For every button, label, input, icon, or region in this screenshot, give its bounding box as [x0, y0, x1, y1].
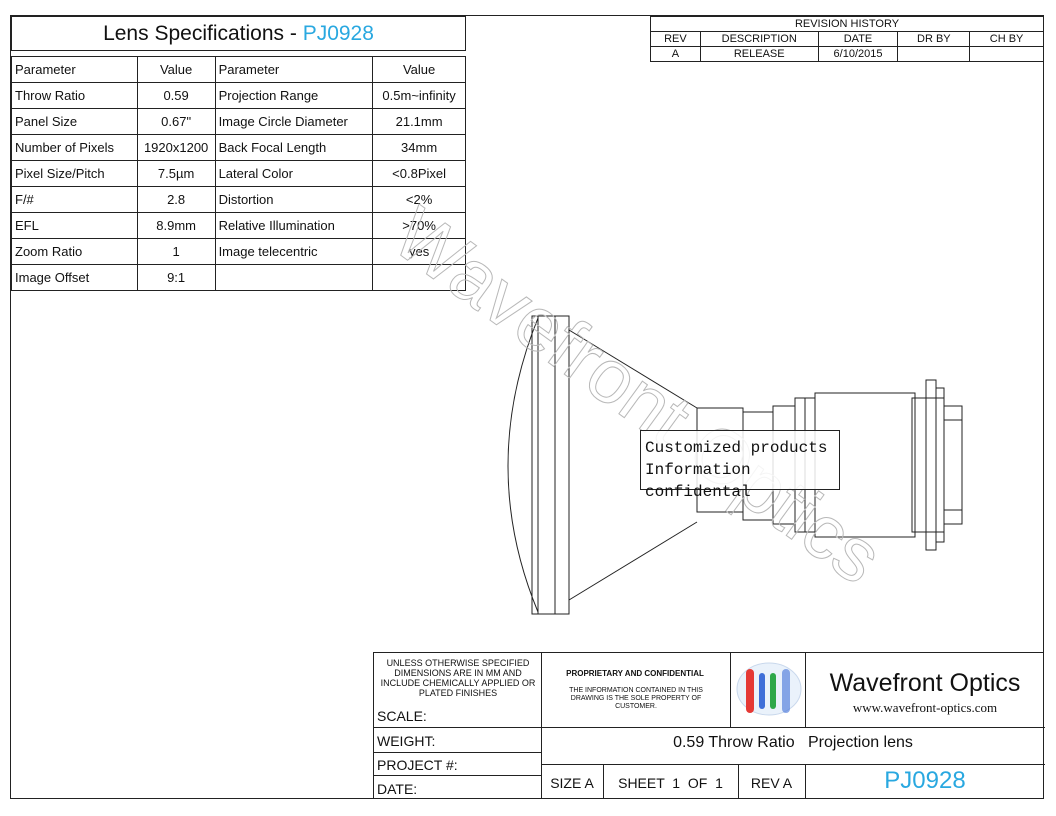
spec-param: Relative Illumination — [214, 212, 374, 239]
spec-param: Panel Size — [11, 108, 138, 135]
spec-row: Pixel Size/Pitch 7.5µm Lateral Color <0.… — [11, 160, 466, 187]
spec-param: Zoom Ratio — [11, 238, 138, 265]
revision-header: DR BY — [897, 31, 971, 47]
spec-row: Zoom Ratio 1 Image telecentric yes — [11, 238, 466, 265]
title-block: UNLESS OTHERWISE SPECIFIED DIMENSIONS AR… — [373, 652, 1045, 799]
part-number: PJ0928 — [884, 767, 966, 794]
revision-history-table: REVISION HISTORY REV DESCRIPTION DATE DR… — [650, 16, 1044, 62]
spec-param: EFL — [11, 212, 138, 239]
spec-value: 0.59 — [136, 82, 216, 109]
spec-title-model: PJ0928 — [302, 22, 374, 45]
spec-value: <0.8Pixel — [372, 160, 466, 187]
revision-cell — [969, 46, 1044, 62]
spec-value: 21.1mm — [372, 108, 466, 135]
proprietary-title: PROPRIETARY AND CONFIDENTIAL — [566, 669, 704, 678]
spec-param: Number of Pixels — [11, 134, 138, 161]
spec-value: 34mm — [372, 134, 466, 161]
spec-row: F/# 2.8 Distortion <2% — [11, 186, 466, 213]
spec-value: 9:1 — [136, 264, 216, 291]
spec-value: 0.67" — [136, 108, 216, 135]
spec-param — [214, 264, 374, 291]
rev-cell: REV A — [750, 775, 793, 791]
spec-param: Back Focal Length — [214, 134, 374, 161]
spec-row: Throw Ratio 0.59 Projection Range 0.5m~i… — [11, 82, 466, 109]
revision-header: DATE — [817, 31, 899, 47]
spec-param: Projection Range — [214, 82, 374, 109]
part-description: 0.59 Throw Ratio Projection lens — [673, 734, 913, 751]
watermark-text: Wavefront Optics — [378, 190, 898, 601]
spec-value: 8.9mm — [136, 212, 216, 239]
proprietary-text: THE INFORMATION CONTAINED IN THIS DRAWIN… — [569, 687, 703, 710]
revision-cell: RELEASE — [699, 46, 819, 62]
spec-value: 1920x1200 — [136, 134, 216, 161]
company-logo — [736, 662, 802, 716]
revision-header: REV — [650, 31, 701, 47]
spec-value: <2% — [372, 186, 466, 213]
spec-param: Image Circle Diameter — [214, 108, 374, 135]
company-url: www.wavefront-optics.com — [852, 700, 998, 715]
spec-title-text: Lens Specifications - — [103, 22, 303, 45]
spec-table-title: Lens Specifications - PJ0928 — [11, 16, 466, 51]
spec-param: Lateral Color — [214, 160, 374, 187]
sheet-cell: SHEET 1 OF 1 — [618, 775, 723, 791]
revision-cell: 6/10/2015 — [817, 46, 899, 62]
spec-value — [372, 264, 466, 291]
spec-row: Number of Pixels 1920x1200 Back Focal Le… — [11, 134, 466, 161]
revision-header-row: REV DESCRIPTION DATE DR BY CH BY — [650, 31, 1044, 47]
spec-value: 1 — [136, 238, 216, 265]
revision-header: CH BY — [969, 31, 1044, 47]
spec-header: Parameter — [214, 56, 374, 83]
spec-param: Image Offset — [11, 264, 138, 291]
notice-line-1: Customized products — [645, 439, 828, 457]
spec-row: Panel Size 0.67" Image Circle Diameter 2… — [11, 108, 466, 135]
confidential-notice: Customized products Information confiden… — [640, 430, 840, 501]
scale-label: SCALE: — [377, 708, 427, 724]
size-cell: SIZE A — [550, 775, 594, 791]
spec-row: EFL 8.9mm Relative Illumination >70% — [11, 212, 466, 239]
spec-header-row: Parameter Value Parameter Value — [11, 56, 466, 83]
tolerance-note: UNLESS OTHERWISE SPECIFIED DIMENSIONS AR… — [380, 658, 536, 698]
date-label: DATE: — [377, 781, 418, 797]
notice-line-2: Information confidental — [645, 461, 751, 501]
company-name: Wavefront Optics — [829, 669, 1021, 697]
spec-header: Value — [372, 56, 466, 83]
svg-text:Wavefront Optics: Wavefront Optics — [378, 191, 897, 601]
weight-label: WEIGHT: — [377, 733, 436, 749]
spec-value: 0.5m~infinity — [372, 82, 466, 109]
revision-row: A RELEASE 6/10/2015 — [650, 46, 1044, 62]
spec-row: Image Offset 9:1 — [11, 264, 466, 291]
spec-table: Parameter Value Parameter Value Throw Ra… — [11, 56, 466, 291]
spec-header: Parameter — [11, 56, 138, 83]
project-label: PROJECT #: — [377, 757, 458, 773]
